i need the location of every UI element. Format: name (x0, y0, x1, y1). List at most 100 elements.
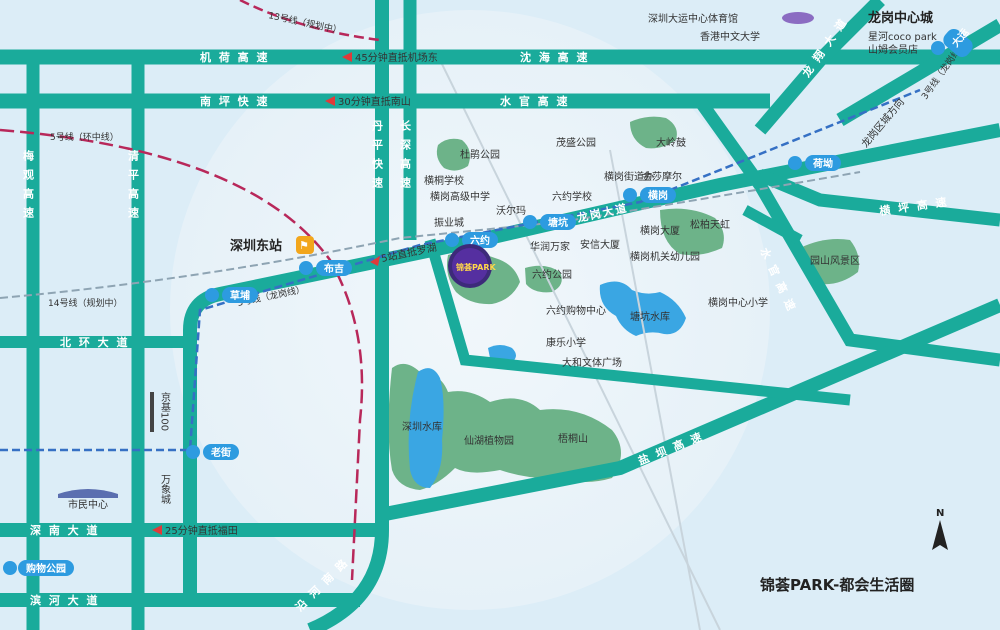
stadium-icon (782, 12, 814, 24)
station-buji-label: 布吉 (324, 262, 344, 275)
poi-yuanshan: 园山风景区 (810, 255, 860, 267)
station-buji[interactable]: 布吉 (299, 260, 352, 276)
poi-walmart: 沃尔玛 (496, 204, 526, 217)
station-liuyue-label: 六约 (470, 234, 490, 247)
north-arrow-icon: N (932, 508, 948, 550)
poi-jingji: 京基100 (159, 391, 171, 431)
station-liuyue[interactable]: 六约 (445, 232, 498, 248)
station-gouwu-label: 购物公园 (26, 562, 66, 575)
poi-sz-reservoir: 深圳水库 (402, 420, 442, 433)
water-bodies (408, 281, 686, 488)
road-label-danping: 丹平快速 (371, 120, 385, 196)
poi-wanxiang: 万象城 (159, 474, 171, 505)
poi-hg-high: 横岗高级中学 (430, 190, 490, 203)
station-caopu-label: 草埔 (230, 289, 250, 302)
metro-label-5: 5号线（环中线） (50, 131, 119, 143)
road-label-binhe: 滨 河 大 道 (30, 593, 100, 607)
poi-dayun-sports: 深圳大运中心体育馆 (648, 12, 738, 25)
poi-liuyue-school: 六约学校 (552, 190, 592, 203)
station-laojie-label: 老街 (210, 446, 231, 459)
arrow-30 (325, 96, 335, 106)
road-hengping (757, 169, 1000, 227)
station-hedi-label: 荷坳 (812, 157, 833, 170)
station-shenzhen-east[interactable]: 深圳东站 ⚑ (230, 236, 314, 254)
minor-roads (439, 59, 721, 630)
station-caopu[interactable]: 草埔 (205, 287, 258, 303)
poi-tangkeng-reservoir: 塘坑水库 (630, 310, 670, 323)
poi-anxin: 安信大厦 (580, 238, 620, 251)
poi-zhenye: 振业城 (434, 216, 464, 229)
district-title: 龙岗中心城 (868, 10, 933, 26)
road-label-qingping: 清平高速 (127, 149, 140, 226)
project-logo[interactable]: 锦荟PARK (448, 244, 496, 288)
poi-hg-kindergarten: 横岗机关幼儿园 (630, 250, 700, 263)
poi-xianhu: 仙湖植物园 (464, 434, 514, 447)
poi-cuhk: 香港中文大学 (700, 30, 760, 43)
road-label-jihe: 机 荷 高 速 (200, 50, 270, 64)
poi-jinsha: 金莎摩尔 (642, 170, 682, 183)
poi-huarun: 华润万家 (530, 240, 570, 253)
station-gouwu[interactable]: 购物公园 (3, 560, 74, 576)
poi-kangle: 康乐小学 (546, 336, 586, 349)
road-label-shuiguan: 水 官 高 速 (500, 94, 570, 108)
road-label-shennan: 深 南 大 道 (30, 523, 100, 537)
metro-line-5 (0, 128, 364, 581)
poi-dahe: 大和文体广场 (562, 356, 622, 369)
road-dayun (836, 18, 1000, 127)
poi-songbai: 松柏天虹 (690, 218, 730, 231)
water-tangkeng-reservoir (599, 281, 686, 336)
road-label-beihuan: 北 环 大 道 (60, 335, 130, 349)
poi-labels: 深圳大运中心体育馆 香港中文大学 星河coco park 山姆会员店 龙岗中心城… (58, 10, 937, 511)
park-hengang-hills (660, 208, 724, 256)
station-henggang-label: 横岗 (648, 189, 668, 202)
poi-shanmu: 山姆会员店 (868, 43, 918, 56)
project-logo-text: 锦荟PARK (456, 262, 496, 272)
metro-label-14: 14号线（规划中） (48, 297, 122, 309)
poi-hengtong: 横桐学校 (424, 174, 464, 187)
road-shuiguan-east (694, 97, 1000, 367)
road-inner-loop (424, 238, 851, 406)
poi-wutong: 梧桐山 (558, 432, 588, 445)
map-title: 锦荟PARK-都会生活圈 (760, 576, 914, 594)
park-areas (388, 116, 859, 490)
annotation-25min: 25分钟直抵福田 (165, 524, 238, 537)
station-shenzhen-east-label: 深圳东站 (230, 238, 282, 254)
metro-line-14 (0, 171, 861, 299)
park-daling (630, 116, 677, 149)
road-yanba (378, 298, 1000, 522)
poi-civic: 市民中心 (68, 498, 108, 511)
metro-lines (0, 0, 921, 581)
park-shenzhen-reservoir (388, 363, 621, 490)
park-dupeng (436, 138, 470, 171)
water-shenzhen-reservoir (408, 368, 444, 488)
park-liuyue-east (525, 265, 562, 293)
arrow-45 (342, 52, 352, 62)
road-danping (307, 0, 389, 630)
poi-liuyue-park: 六约公园 (532, 268, 572, 281)
arrow-5 (370, 256, 380, 266)
poi-xinghe: 星河coco park (868, 31, 937, 43)
poi-maosheng: 茂盛公园 (556, 136, 596, 149)
metro-line-3 (0, 88, 921, 452)
poi-liuyue-mall: 六约购物中心 (546, 304, 606, 317)
train-icon: ⚑ (299, 239, 309, 252)
tower-icon (150, 392, 154, 432)
station-tangkeng-label: 塘坑 (548, 216, 568, 229)
station-hedi[interactable]: 荷坳 (788, 155, 841, 171)
poi-dupeng: 杜鹃公园 (460, 148, 500, 161)
station-henggang[interactable]: 横岗 (623, 187, 676, 203)
station-tangkeng[interactable]: 塘坑 (523, 214, 576, 230)
metro-stations: 草埔 布吉 六约 塘坑 横岗 荷坳 大运 (3, 26, 976, 576)
annotation-45min: 45分钟直抵机场东 (355, 51, 438, 64)
poi-hg-primary: 横岗中心小学 (708, 296, 768, 309)
station-dayun[interactable]: 大运 (931, 26, 976, 61)
road-label-meiguan: 梅观高速 (22, 149, 35, 226)
poi-henggang-ds: 横岗大厦 (640, 224, 680, 237)
station-laojie[interactable]: 老街 (186, 444, 239, 460)
road-east-link (742, 205, 803, 245)
road-label-shenhai: 沈 海 高 速 (520, 50, 590, 64)
road-label-changzhen: 长深高速 (399, 119, 412, 196)
civic-center-icon (58, 489, 118, 498)
